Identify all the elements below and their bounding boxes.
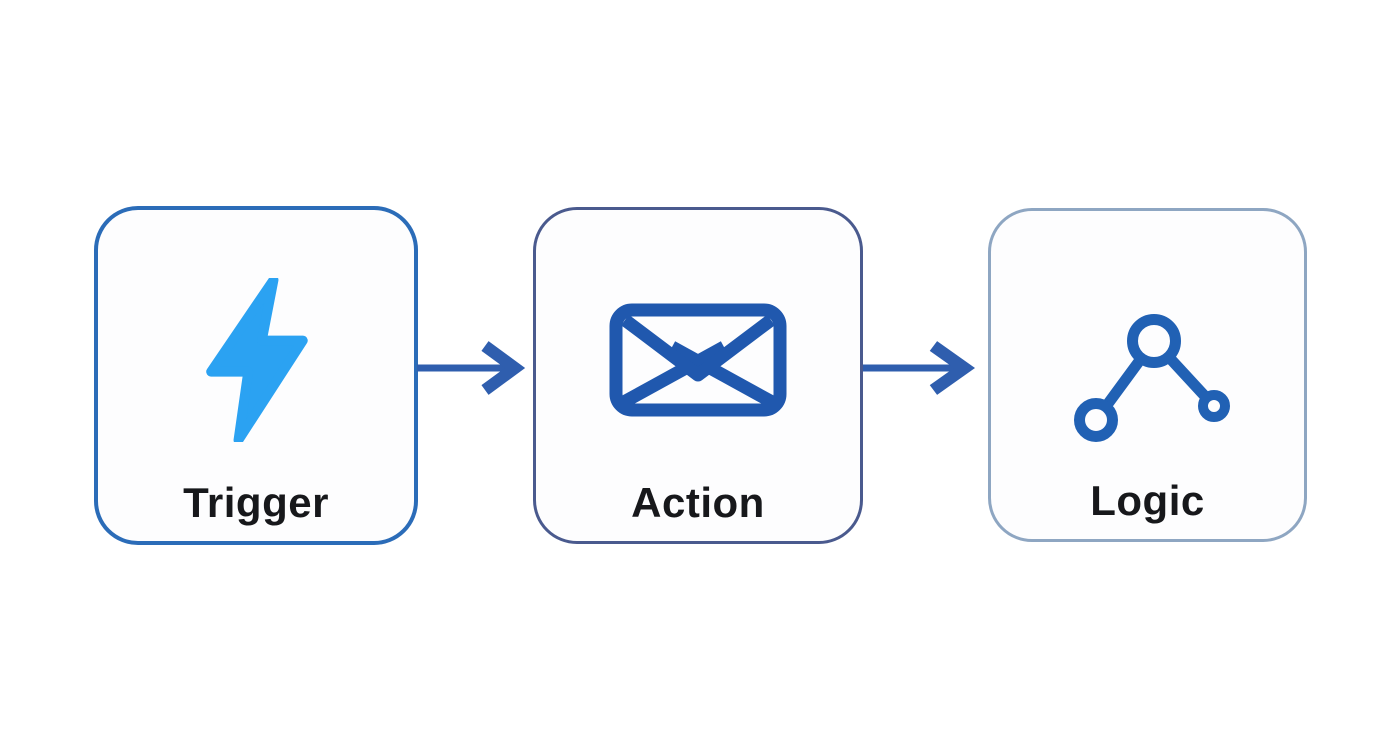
node-label-action: Action	[631, 478, 765, 526]
connector-arrow-icon	[417, 336, 529, 400]
envelope-icon	[536, 236, 860, 484]
node-card-trigger: Trigger	[94, 206, 418, 545]
connector-arrow-icon	[863, 336, 979, 400]
node-card-action: Action	[533, 207, 863, 544]
node-card-logic: Logic	[988, 208, 1307, 542]
lightning-bolt-icon	[98, 236, 414, 484]
node-label-logic: Logic	[1090, 476, 1205, 524]
node-label-trigger: Trigger	[183, 478, 329, 526]
network-nodes-icon	[991, 255, 1304, 503]
